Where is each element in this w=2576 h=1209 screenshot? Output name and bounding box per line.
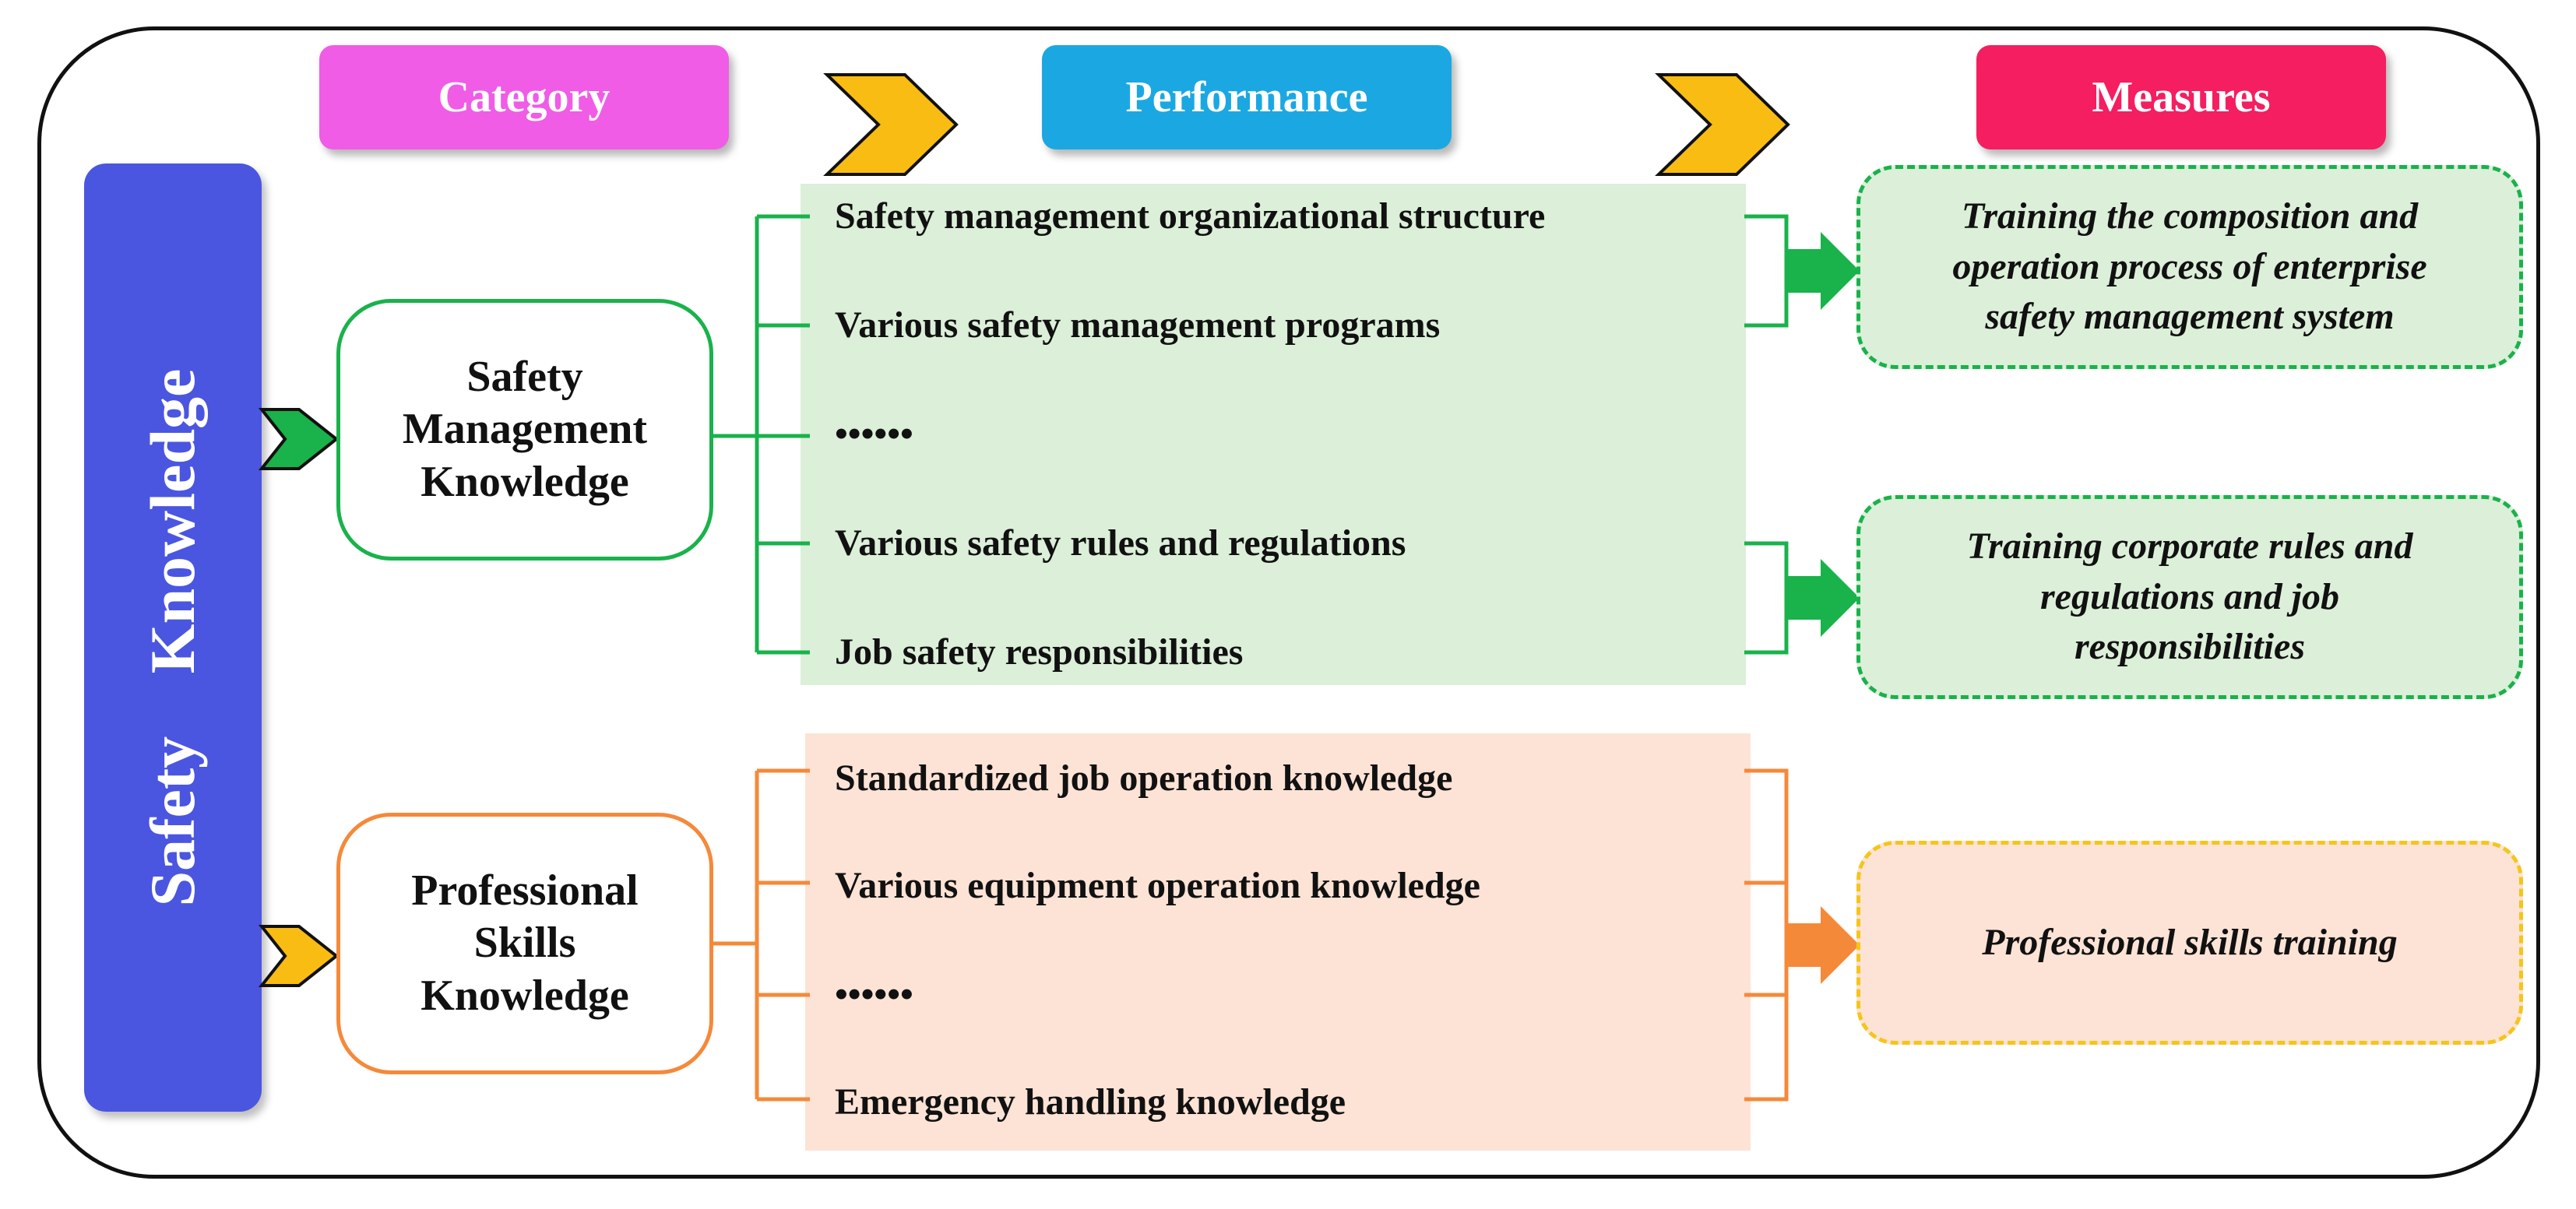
- green-right-arrow-icon: [1786, 232, 1860, 310]
- green-chevron-icon: [258, 408, 340, 470]
- performance-item-ellipsis: ••••••: [835, 413, 913, 455]
- measure-professional-skills: Professional skills training: [1856, 841, 2523, 1045]
- category-professional-skills: Professional Skills Knowledge: [336, 813, 713, 1074]
- category-line: Knowledge: [421, 457, 629, 506]
- performance-panel-management: [801, 184, 1746, 685]
- performance-item: Safety management organizational structu…: [835, 195, 1546, 237]
- category-line: Skills: [473, 919, 576, 968]
- measure-line: Training corporate rules and: [1966, 525, 2413, 567]
- yellow-chevron-icon: [258, 925, 340, 987]
- performance-item: Various equipment operation knowledge: [835, 865, 1480, 906]
- chevron-arrow-icon: [1655, 73, 1790, 176]
- professional-bracket: [713, 768, 1789, 1102]
- category-safety-management: Safety Management Knowledge: [336, 299, 713, 561]
- header-performance: Performance: [1042, 45, 1452, 149]
- measure-line: Training the composition and: [1961, 195, 2419, 237]
- measure-line: regulations and job: [2039, 575, 2340, 617]
- performance-panel-professional: [805, 733, 1751, 1151]
- category-line: Professional: [411, 866, 639, 916]
- performance-item-ellipsis: ••••••: [835, 974, 913, 1015]
- header-category-label: Category: [438, 73, 611, 121]
- header-performance-label: Performance: [1125, 73, 1368, 121]
- green-right-arrow-icon: [1786, 559, 1860, 637]
- measure-line: responsibilities: [2074, 626, 2306, 668]
- header-measures: Measures: [1976, 45, 2386, 149]
- performance-item: Various safety rules and regulations: [835, 522, 1406, 564]
- performance-item: Job safety responsibilities: [835, 631, 1244, 673]
- chevron-arrow-icon: [823, 73, 959, 176]
- header-measures-label: Measures: [2092, 73, 2271, 121]
- measure-line: Professional skills training: [1982, 921, 2398, 963]
- measure-rules-responsibilities: Training corporate rules and regulations…: [1856, 495, 2523, 699]
- category-line: Knowledge: [421, 971, 629, 1020]
- category-line: Management: [402, 405, 648, 454]
- performance-item: Emergency handling knowledge: [835, 1081, 1346, 1123]
- orange-right-arrow-icon: [1786, 906, 1860, 984]
- header-category: Category: [319, 45, 729, 149]
- measure-line: operation process of enterprise: [1952, 245, 2427, 287]
- measure-management-system: Training the composition and operation p…: [1856, 165, 2523, 369]
- performance-item: Standardized job operation knowledge: [835, 757, 1453, 799]
- measure-line: safety management system: [1985, 296, 2395, 338]
- safety-knowledge-bar: Safety Knowledge: [84, 163, 262, 1112]
- performance-item: Various safety management programs: [835, 304, 1441, 346]
- outer-frame: [37, 26, 2540, 1179]
- category-line: Safety: [466, 353, 583, 402]
